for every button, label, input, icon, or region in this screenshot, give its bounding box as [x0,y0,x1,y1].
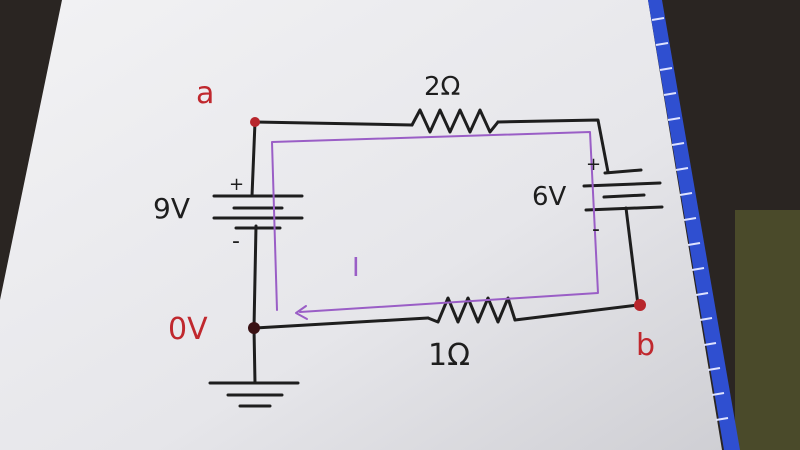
fabric-right [735,210,800,450]
battery-right-plus: + [586,154,601,175]
current-label: I [352,253,360,283]
battery-left-label: 9V [153,192,190,225]
node-a-label: a [196,76,214,111]
node-a-dot [250,117,260,127]
current-loop [271,131,599,320]
battery-right-minus: - [592,217,600,242]
current-arrowhead [295,305,308,320]
wire-left-upper [250,120,257,198]
paper-sheet [0,0,722,450]
wire-right-lower [624,206,640,307]
spiral-binding [651,17,729,421]
node-0v-dot [248,322,260,334]
resistor-bottom [426,296,517,324]
wire-bottom-left [253,316,430,330]
node-b-dot [634,299,646,311]
ground-node-label: 0V [168,312,208,347]
notebook-spine [648,0,740,450]
wire-top-left [253,120,414,127]
wire-top-right [496,118,610,174]
battery-right [582,168,664,212]
wire-left-lower [252,224,258,330]
battery-right-label: 6V [532,182,567,212]
resistor-top [410,108,500,134]
ground-stem [252,326,257,385]
battery-left-minus: - [232,229,240,254]
circuit [250,108,640,385]
node-b-label: b [636,328,655,363]
battery-left-plus: + [229,174,244,195]
ground-symbol [208,381,300,408]
resistor-top-label: 2Ω [424,72,460,102]
wire-bottom-right [513,303,640,322]
resistor-bottom-label: 1Ω [428,338,470,373]
